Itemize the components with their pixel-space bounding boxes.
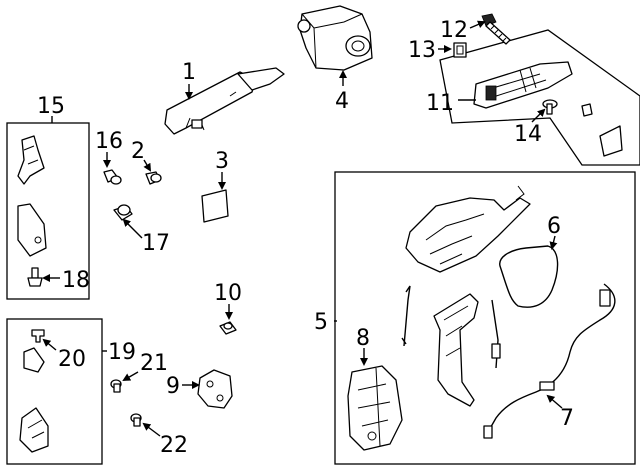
latch-cover [405,185,531,273]
callout-21: 21 [140,351,168,376]
callout-22: 22 [160,433,188,458]
bolt-10 [219,321,237,335]
bolt-12 [481,13,511,45]
inside-handle [473,61,623,157]
callout-9: 9 [166,374,180,399]
pad-3 [201,189,229,223]
screw-14 [542,99,558,115]
handle-cap [297,5,373,71]
callout-8: 8 [356,326,370,351]
latch-8 [347,365,403,451]
screw-2 [145,171,162,185]
callout-10: 10 [214,281,242,306]
callout-12: 12 [440,18,468,43]
bracket-15 [17,135,47,257]
clip-nut-13 [453,42,467,58]
group-box-15 [6,122,90,300]
latch-bracket [433,293,479,407]
callout-3: 3 [215,149,229,174]
callout-19: 19 [108,340,136,365]
group-box-5 [334,171,636,465]
group-box-11 [439,29,640,166]
callout-20: 20 [58,347,86,372]
screw-17 [113,204,133,221]
callout-16: 16 [95,129,123,154]
callout-1: 1 [182,60,196,85]
outside-handle-bracket [164,67,285,135]
callout-4: 4 [335,89,349,114]
group-box-19 [6,318,103,465]
cable-7 [483,283,616,439]
cable-6 [491,245,559,369]
callout-15: 15 [37,94,65,119]
striker-9 [197,369,233,409]
bolt-22 [130,413,142,427]
screw-16 [103,169,122,185]
bracket-19 [19,347,49,453]
callout-11: 11 [426,91,454,116]
callout-18: 18 [62,268,90,293]
leader-lines [42,20,563,437]
callout-2: 2 [131,139,145,164]
release-rod [401,285,411,347]
callout-13: 13 [408,38,436,63]
callout-5: 5 [314,310,328,335]
callout-7: 7 [560,406,574,431]
clip-20 [31,329,45,343]
bolt-21 [110,379,122,393]
callout-14: 14 [514,122,542,147]
callout-6: 6 [547,214,561,239]
bolt-18 [27,267,43,287]
callout-17: 17 [142,231,170,256]
